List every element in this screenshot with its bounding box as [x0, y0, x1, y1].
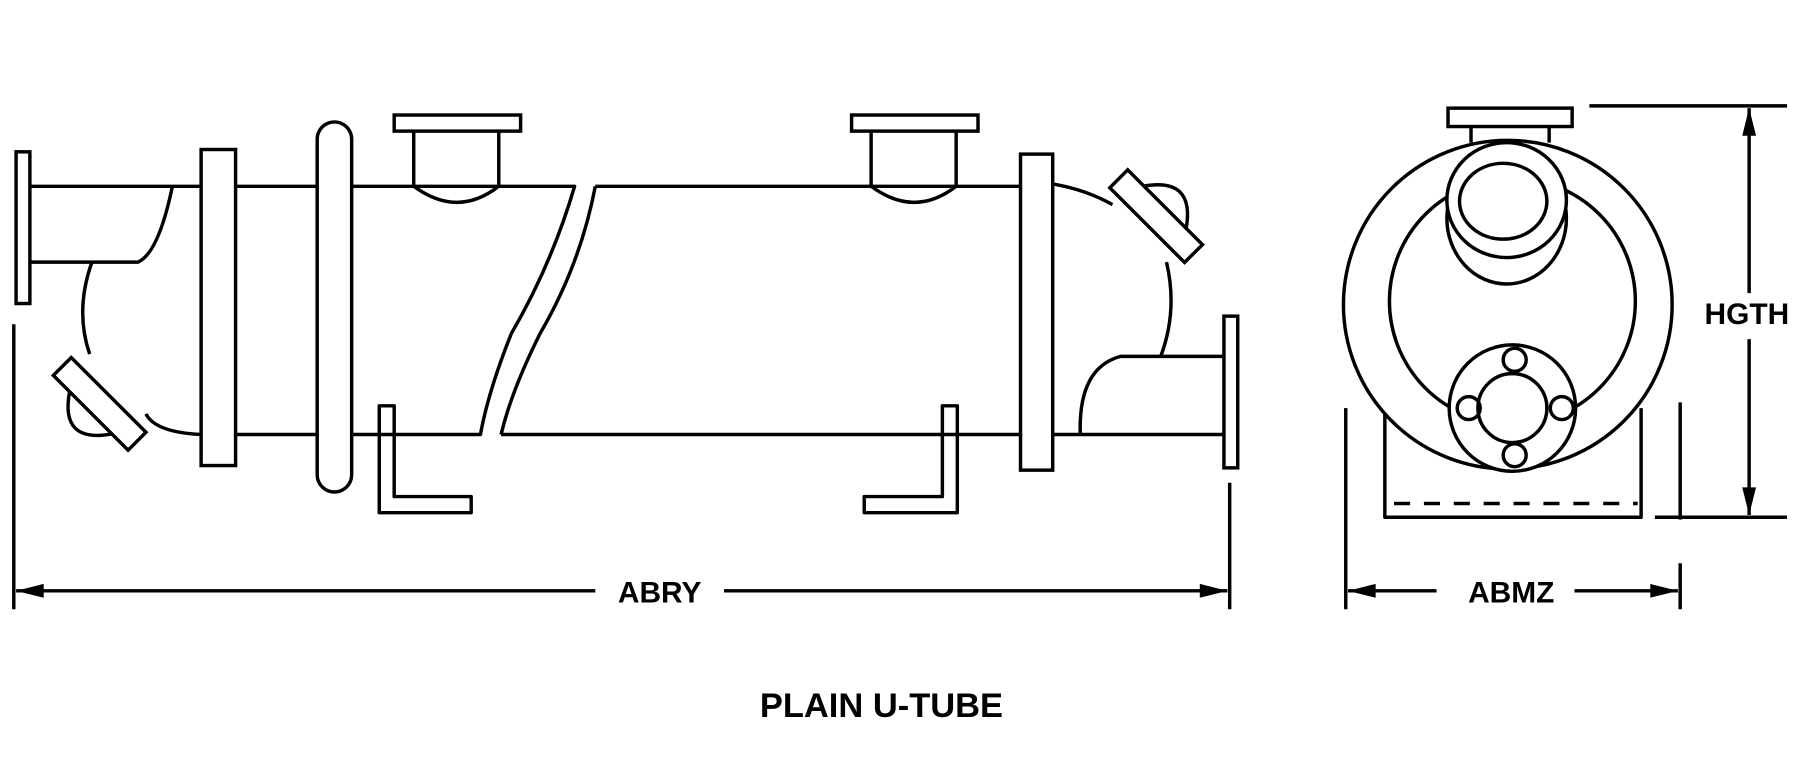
end-saddle — [1383, 408, 1643, 519]
bolt-hole — [1501, 346, 1528, 374]
shell-outlet-nozzle — [849, 113, 980, 205]
bottom-left-nozzle — [50, 355, 149, 453]
left-nozzle-pipe — [29, 184, 202, 264]
height-label: HGTH — [1705, 298, 1790, 331]
length-label: ABRY — [618, 576, 702, 609]
height-dimension: HGTH — [1589, 104, 1790, 520]
left-saddle — [377, 404, 473, 515]
channel-flange — [199, 147, 238, 468]
top-right-nozzle — [1107, 167, 1205, 265]
end-view — [1341, 106, 1674, 519]
width-label: ABMZ — [1468, 576, 1554, 609]
bottom-flange — [1447, 343, 1578, 474]
tubesheet-flange — [315, 120, 354, 494]
nozzle-bore — [1457, 161, 1549, 241]
shell-inlet-nozzle — [392, 113, 523, 205]
channel-head — [81, 261, 202, 437]
side-view — [14, 113, 1240, 515]
right-nozzle-flange — [1222, 314, 1240, 470]
right-saddle — [862, 404, 960, 515]
top-nozzle-flange — [1446, 106, 1574, 129]
length-dimension: ABRY — [12, 324, 1232, 609]
bolt-hole — [1501, 441, 1528, 469]
bonnet-flange — [1018, 152, 1055, 472]
left-nozzle-flange — [14, 150, 32, 306]
bolt-hole — [1455, 394, 1482, 422]
shell-body — [235, 184, 1021, 437]
bonnet-head — [1052, 182, 1224, 437]
drawing-title: PLAIN U-TUBE — [760, 687, 1003, 725]
width-dimension: ABMZ — [1344, 408, 1682, 609]
bolt-hole — [1548, 394, 1576, 422]
